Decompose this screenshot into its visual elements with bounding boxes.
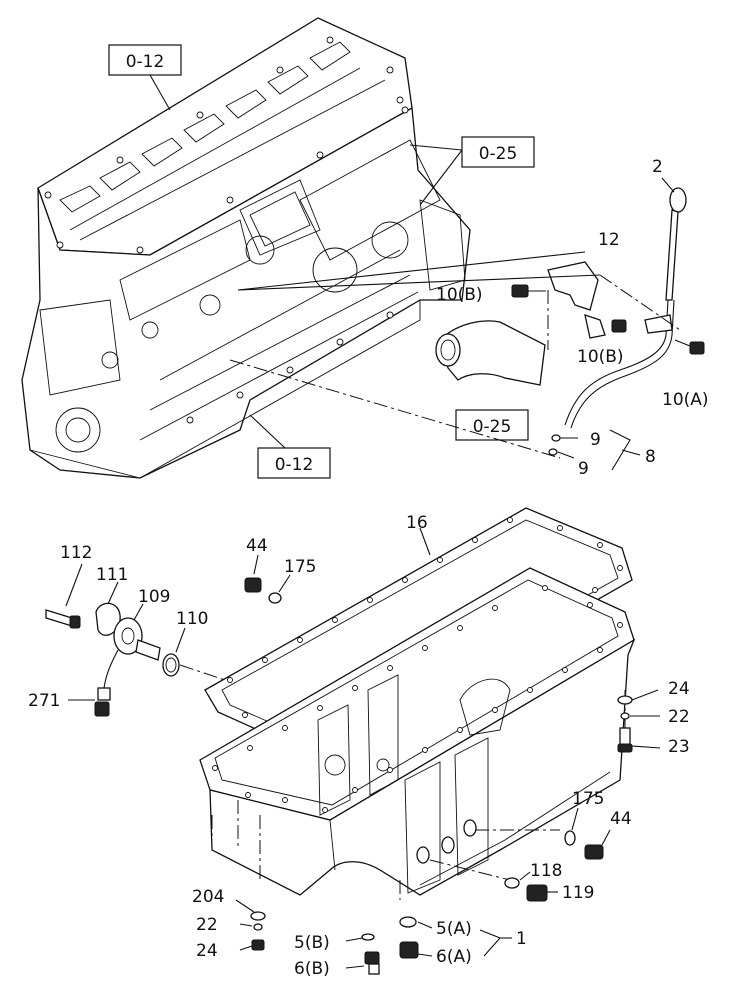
label-22-lower: 22 [196,915,218,935]
label-2: 2 [652,157,663,177]
label-9-lower: 9 [578,459,589,479]
ref-box-middle: 0-25 [455,409,529,441]
label-12: 12 [598,230,620,250]
label-204: 204 [192,887,224,907]
label-24-right: 24 [668,679,690,699]
label-119: 119 [562,883,594,903]
label-22-right: 22 [668,707,690,727]
ref-label-0-12-bottom: 0-12 [275,455,314,475]
label-5a: 5(A) [436,919,472,939]
engine-block-illustration [21,17,471,479]
label-10a: 10(A) [662,390,709,410]
label-9-upper: 9 [590,430,601,450]
label-6b: 6(B) [294,959,330,979]
label-23: 23 [668,737,690,757]
label-10b-upper: 10(B) [436,285,483,305]
ref-label-0-25-mid: 0-25 [473,417,512,437]
label-5b: 5(B) [294,933,330,953]
label-16: 16 [406,513,428,533]
label-109: 109 [138,587,170,607]
label-44-upper: 44 [246,536,268,556]
label-175-upper: 175 [284,557,316,577]
label-111: 111 [96,565,128,585]
label-10b-lower: 10(B) [577,347,624,367]
ref-box-top-right: 0-25 [409,136,535,206]
label-110: 110 [176,609,208,629]
ref-label-0-25-top: 0-25 [479,144,518,164]
label-6a: 6(A) [436,947,472,967]
label-271: 271 [28,691,60,711]
label-1: 1 [516,929,527,949]
level-sensor-group [45,563,226,717]
label-24-lower: 24 [196,941,218,961]
label-118: 118 [530,861,562,881]
part-labels: 2 12 10(B) 10(B) 10(A) 9 9 8 16 44 175 1… [28,157,709,979]
loose-hardware [235,554,661,975]
ref-box-bottom-left: 0-12 [249,414,331,479]
oil-pan [199,567,636,900]
label-8: 8 [645,447,656,467]
ref-box-top-left: 0-12 [108,44,182,111]
ref-label-0-12-top: 0-12 [126,52,165,72]
dipstick-assembly [229,177,705,471]
label-44-lower: 44 [610,809,632,829]
label-112: 112 [60,543,92,563]
label-175-lower: 175 [572,789,604,809]
